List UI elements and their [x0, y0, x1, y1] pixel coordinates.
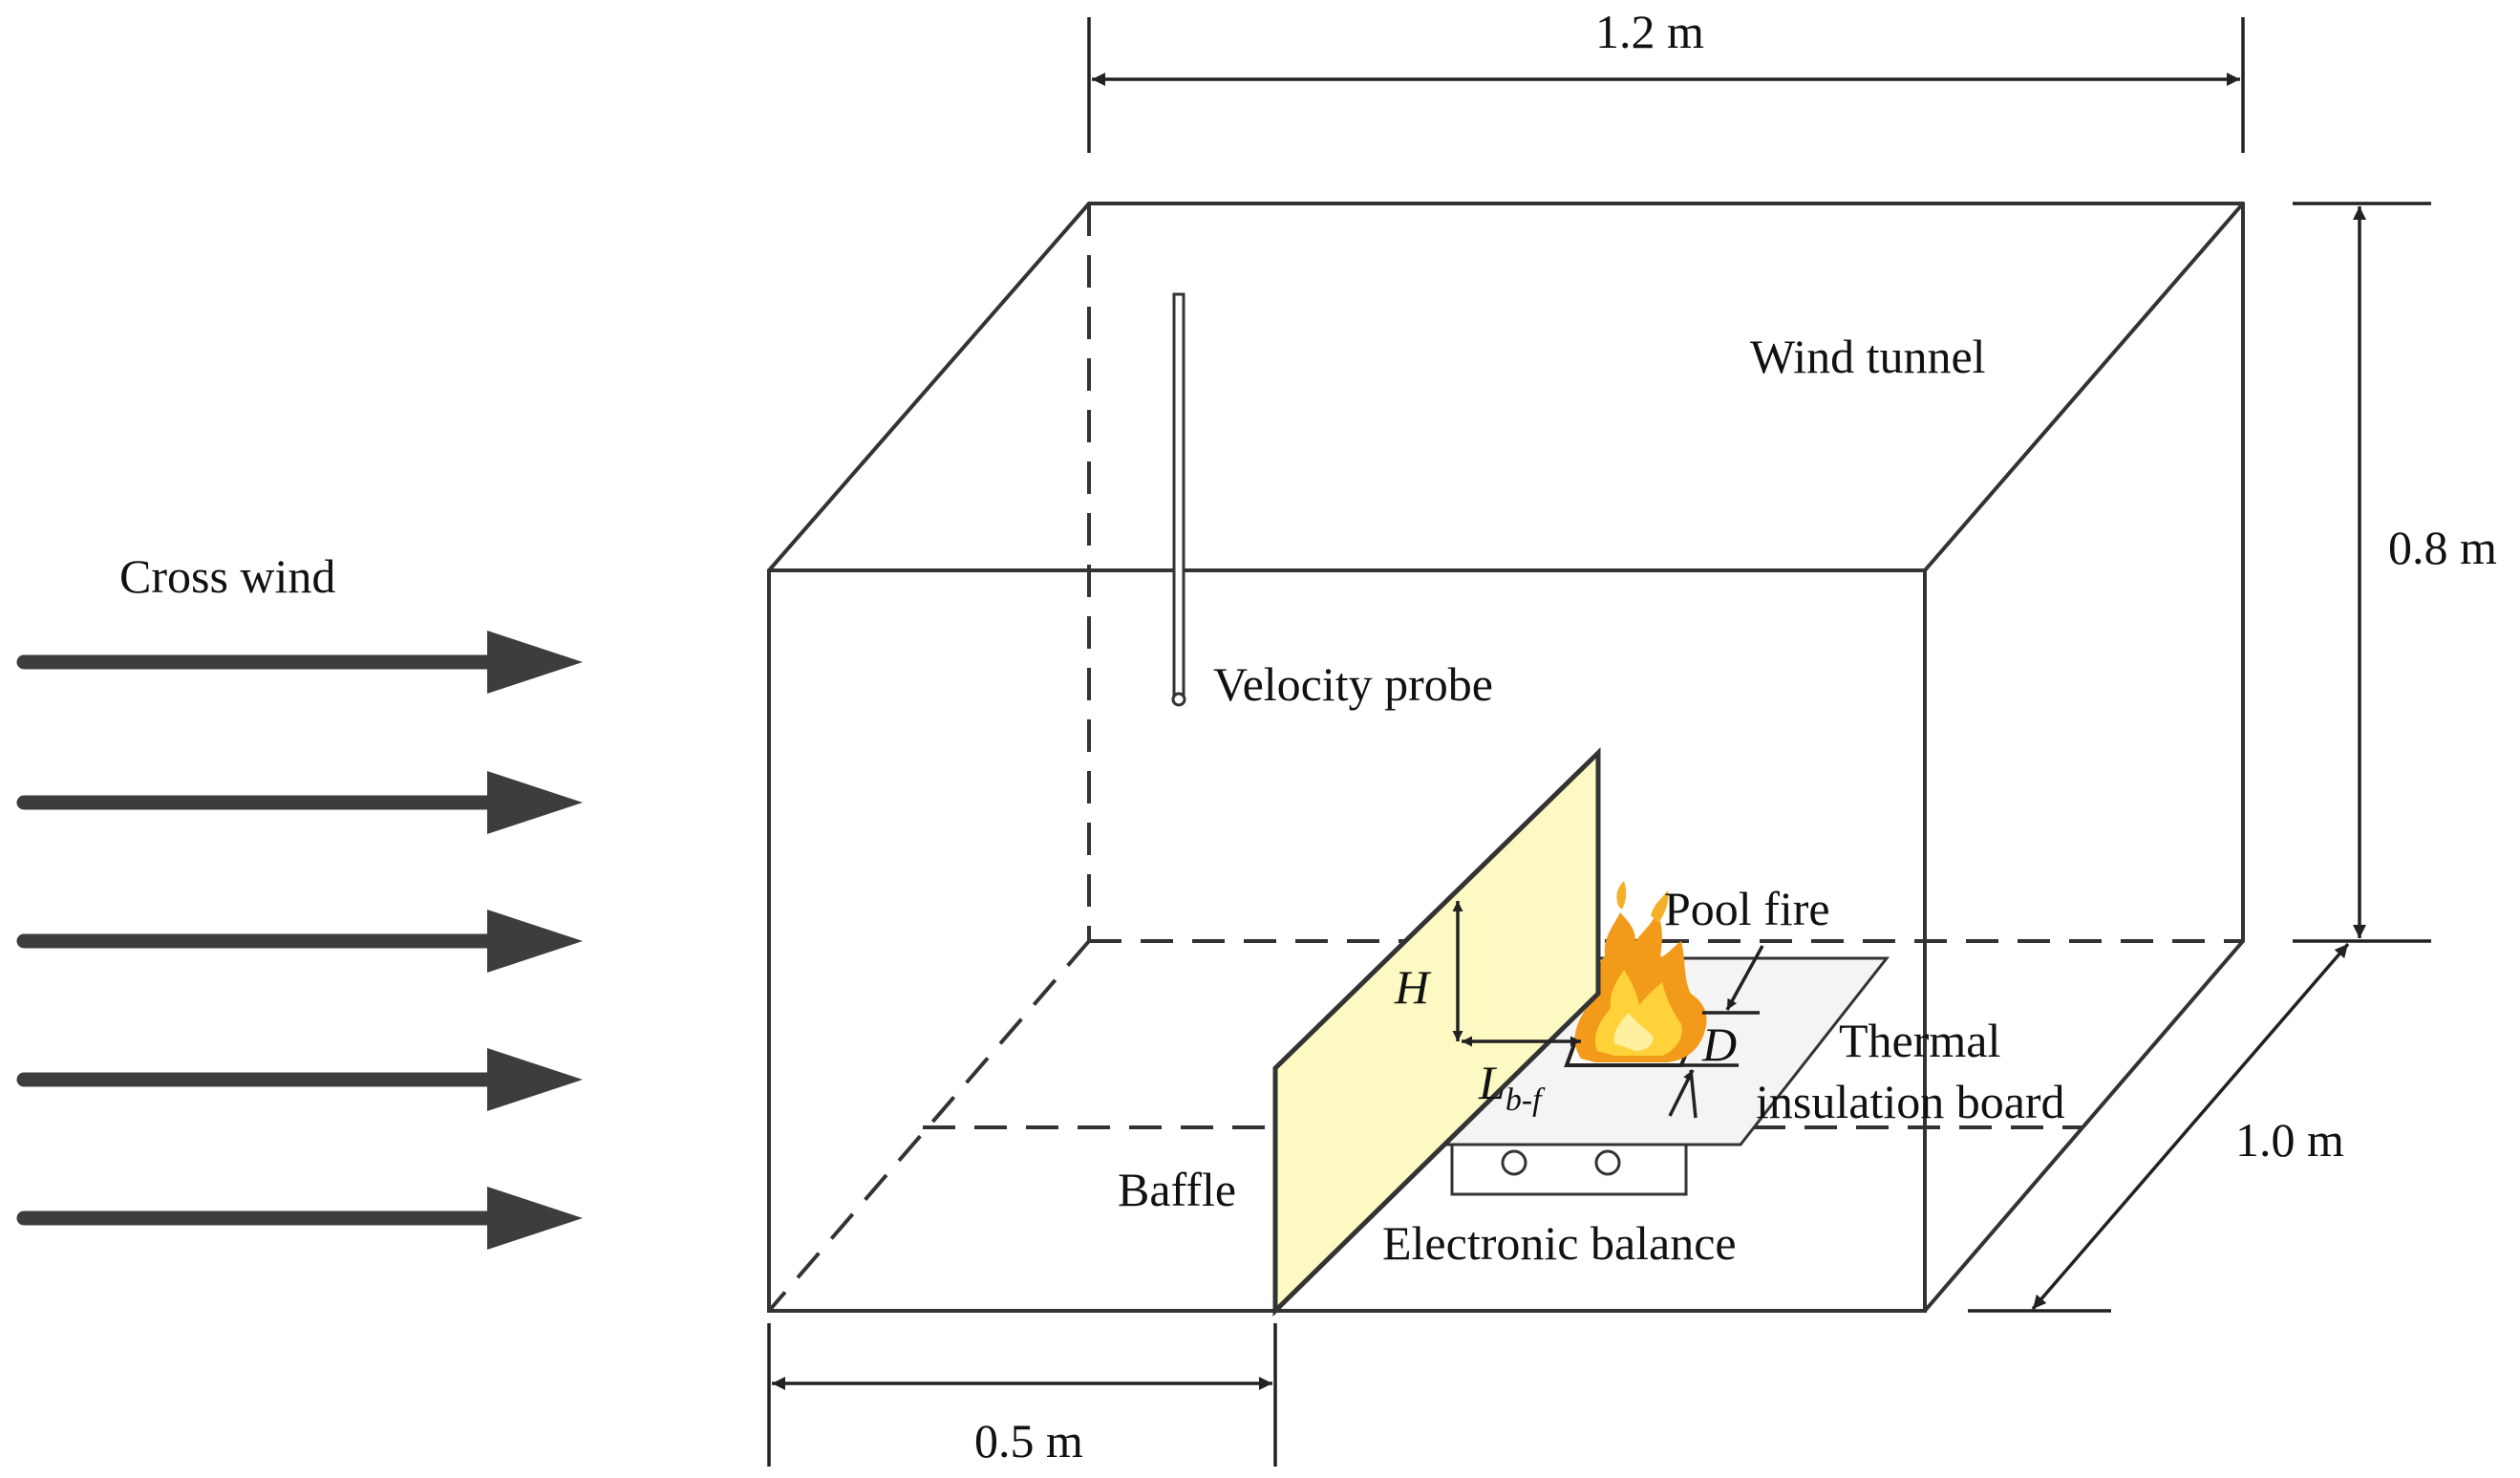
- velocity-probe: [1171, 292, 1186, 707]
- pool-fire-flame: [1574, 881, 1707, 1062]
- depth-dimension: [1968, 942, 2350, 1313]
- height-dimension: [2293, 202, 2431, 943]
- length-dimension: [1087, 17, 2245, 153]
- wind-arrow: [16, 910, 583, 973]
- D-label: D: [1701, 1017, 1737, 1071]
- length-label: 1.2 m: [1595, 5, 1704, 58]
- wind-arrow: [16, 631, 583, 694]
- electronic-balance: [1450, 1135, 1688, 1196]
- cross-wind-label: Cross wind: [119, 549, 335, 603]
- baffle-label: Baffle: [1118, 1163, 1236, 1216]
- baffle: [1272, 747, 1601, 1317]
- height-label: 0.8 m: [2388, 521, 2497, 574]
- wind-arrow: [16, 771, 583, 834]
- Lbf-label: Lb-f: [1478, 1056, 1546, 1118]
- wind-arrow: [16, 1048, 583, 1111]
- cross-wind-arrows: [16, 631, 583, 1250]
- D-dimension: [1668, 945, 1764, 1119]
- depth-label: 1.0 m: [2235, 1113, 2344, 1167]
- insulation-board-label: insulation board: [1756, 1075, 2065, 1128]
- velocity-probe-label: Velocity probe: [1213, 657, 1493, 711]
- pool-fire-label: Pool fire: [1664, 882, 1830, 935]
- baffle-distance-dimension: [767, 1323, 1277, 1467]
- baffle-distance-label: 0.5 m: [974, 1414, 1083, 1467]
- electronic-balance-label: Electronic balance: [1382, 1216, 1737, 1270]
- wind-arrow: [16, 1187, 583, 1250]
- H-label: H: [1394, 960, 1432, 1014]
- wind-tunnel-label: Wind tunnel: [1750, 330, 1986, 383]
- thermal-label: Thermal: [1839, 1014, 2000, 1067]
